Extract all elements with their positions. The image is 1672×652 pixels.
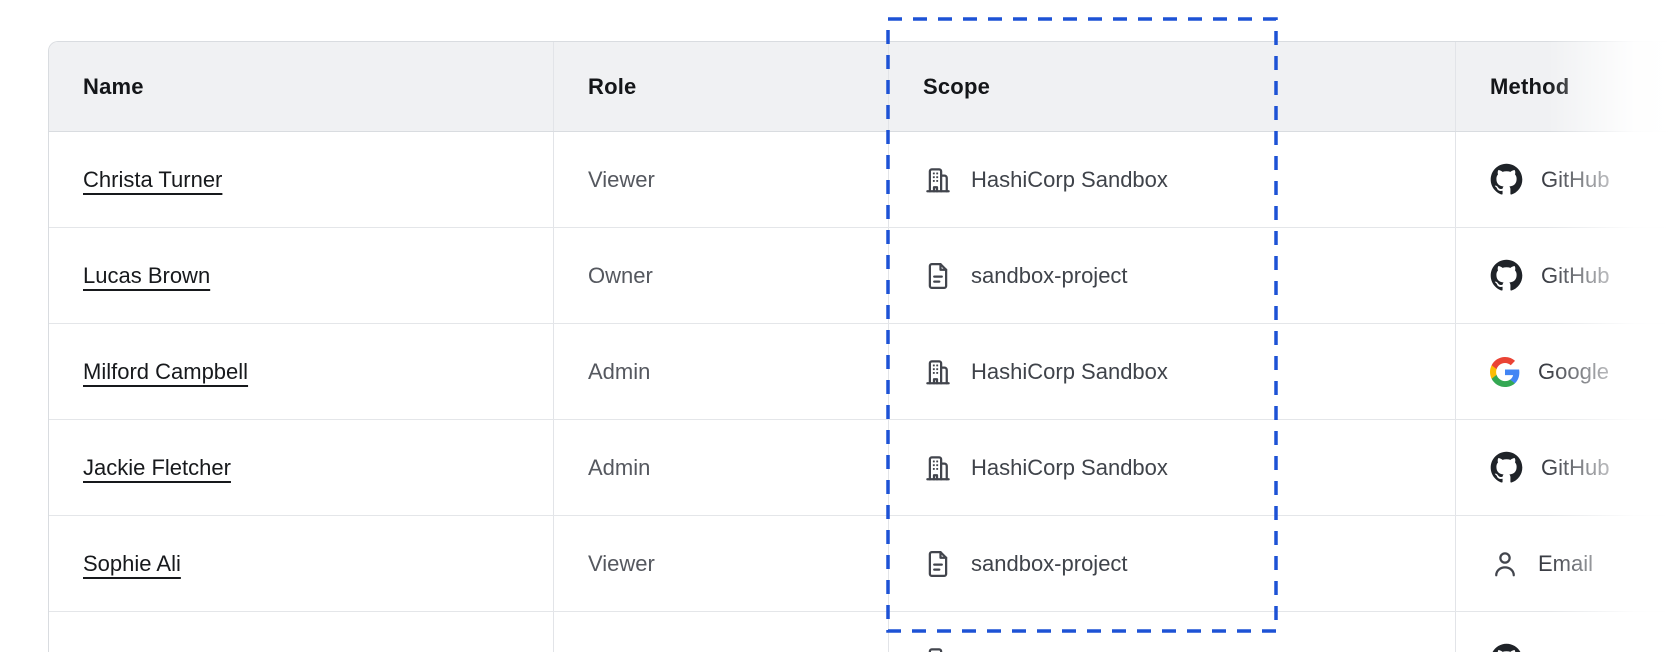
org-building-icon — [923, 165, 953, 195]
scope-cell: sandbox-project — [889, 228, 1456, 323]
table-row: Milford Campbell Admin HashiCorp Sandbox… — [49, 324, 1672, 420]
role-value: Admin — [588, 454, 651, 480]
name-cell: Lucas Brown — [49, 228, 554, 323]
column-header-name[interactable]: Name — [49, 42, 554, 131]
column-header-scope[interactable]: Scope — [889, 42, 1456, 131]
column-header-method[interactable]: Method — [1456, 42, 1672, 131]
role-value: Viewer — [588, 550, 655, 576]
members-table: Name Role Scope Method Christa Turner Vi… — [48, 41, 1672, 652]
scope-value: HashiCorp Sandbox — [971, 454, 1168, 480]
org-building-icon — [923, 357, 953, 387]
file-text-icon — [923, 261, 953, 291]
name-cell: Milford Campbell — [49, 324, 554, 419]
column-header-name-label: Name — [83, 73, 144, 99]
column-header-role[interactable]: Role — [554, 42, 889, 131]
github-icon — [1490, 451, 1523, 484]
scope-cell: HashiCorp Sandbox — [889, 420, 1456, 515]
name-cell: Christa Turner — [49, 132, 554, 227]
table-row: Lucas Brown Owner sandbox-project GitHub — [49, 228, 1672, 324]
method-value: GitHub — [1541, 166, 1610, 192]
role-cell: Admin — [554, 324, 889, 419]
name-cell: Sophie Ali — [49, 516, 554, 611]
scope-cell: HashiCorp Sandbox — [889, 324, 1456, 419]
role-cell: Viewer — [554, 132, 889, 227]
scope-cell: HashiCorp Sandbox — [889, 132, 1456, 227]
method-cell: GitHub — [1456, 132, 1672, 227]
scope-value: HashiCorp Sandbox — [971, 166, 1168, 192]
method-value: Email — [1538, 550, 1594, 576]
name-cell: Jackie Fletcher — [49, 420, 554, 515]
scope-value: sandbox-project — [971, 262, 1128, 288]
table-row: Jackie Fletcher Admin HashiCorp Sandbox … — [49, 420, 1672, 516]
member-name-link[interactable]: Jackie Fletcher — [83, 454, 231, 480]
user-icon — [1490, 549, 1520, 579]
table-row: Christa Turner Viewer HashiCorp Sandbox … — [49, 132, 1672, 228]
method-value: GitHub — [1541, 454, 1610, 480]
method-cell: GitHub — [1456, 228, 1672, 323]
method-value: Google — [1538, 358, 1609, 384]
method-cell: Google — [1456, 324, 1672, 419]
role-value: Owner — [588, 262, 653, 288]
role-value: Admin — [588, 358, 651, 384]
table-row: Sophie Ali Viewer sandbox-project Email — [49, 516, 1672, 612]
org-building-icon — [923, 645, 953, 652]
scope-cell — [889, 612, 1456, 652]
table-header-row: Name Role Scope Method — [49, 42, 1672, 132]
name-cell — [49, 612, 554, 652]
github-icon — [1490, 259, 1523, 292]
method-value: GitHub — [1541, 262, 1610, 288]
member-name-link[interactable]: Sophie Ali — [83, 550, 181, 576]
file-text-icon — [923, 549, 953, 579]
scope-value: sandbox-project — [971, 550, 1128, 576]
method-cell: Email — [1456, 516, 1672, 611]
column-header-scope-label: Scope — [923, 73, 991, 99]
org-building-icon — [923, 453, 953, 483]
scope-cell: sandbox-project — [889, 516, 1456, 611]
column-header-method-label: Method — [1490, 73, 1570, 99]
column-header-role-label: Role — [588, 73, 637, 99]
member-name-link[interactable]: Milford Campbell — [83, 358, 249, 384]
role-cell: Viewer — [554, 516, 889, 611]
role-cell: Admin — [554, 420, 889, 515]
method-cell: GitHub — [1456, 420, 1672, 515]
role-cell — [554, 612, 889, 652]
table-row-partial — [49, 612, 1672, 652]
role-cell: Owner — [554, 228, 889, 323]
method-cell — [1456, 612, 1672, 652]
scope-value: HashiCorp Sandbox — [971, 358, 1168, 384]
member-name-link[interactable]: Christa Turner — [83, 166, 223, 192]
role-value: Viewer — [588, 166, 655, 192]
google-icon — [1490, 356, 1520, 387]
github-icon — [1490, 643, 1523, 652]
github-icon — [1490, 163, 1523, 196]
member-name-link[interactable]: Lucas Brown — [83, 262, 211, 288]
